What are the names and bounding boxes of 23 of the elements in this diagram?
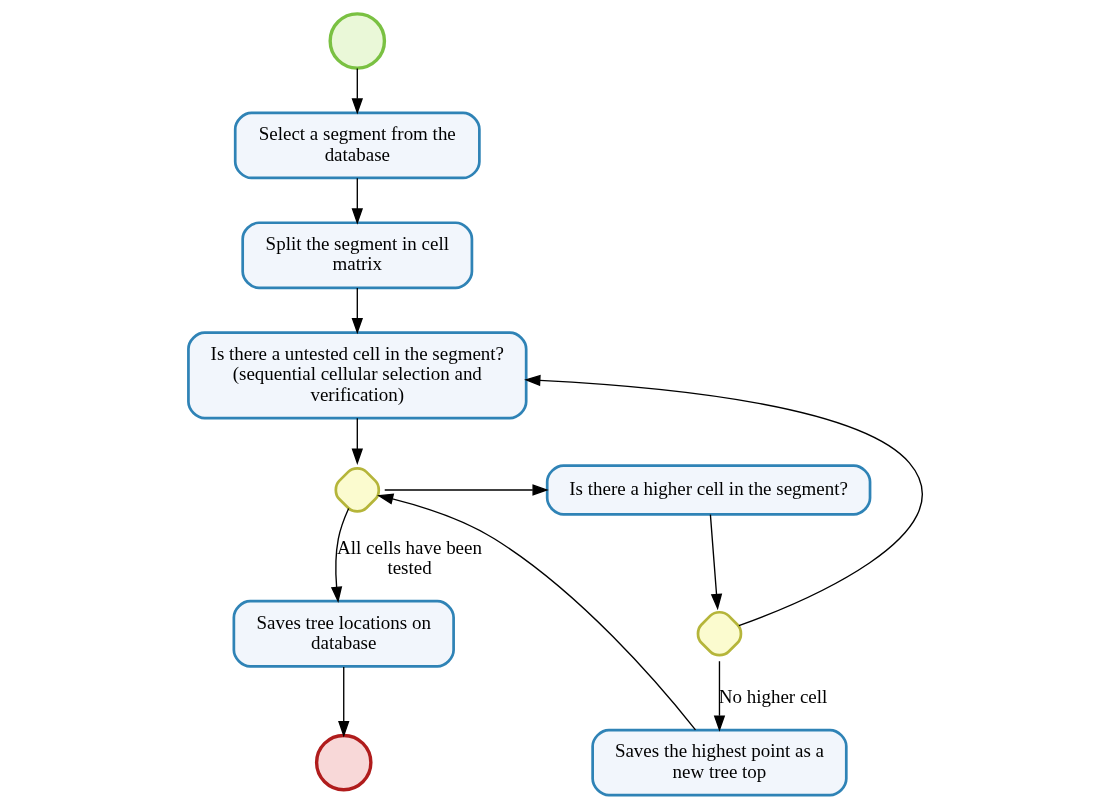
node-box: Saves the highest point as a new tree top — [590, 728, 848, 797]
arrow — [330, 507, 349, 603]
arrow — [351, 417, 363, 465]
node-circle — [327, 12, 386, 70]
node-diamond — [696, 610, 742, 657]
node-box: Is there a higher cell in the segment? — [545, 464, 871, 516]
node-box: Split the segment in cell matrix — [240, 221, 473, 290]
edge-label: No higher cell — [718, 686, 827, 708]
edge-label: All cells have been tested — [336, 536, 482, 579]
node-box: Select a segment from the database — [233, 111, 481, 180]
node-diamond — [333, 467, 380, 513]
arrow — [709, 513, 722, 611]
arrow — [376, 493, 696, 731]
arrow — [337, 666, 349, 738]
arrow — [383, 484, 549, 496]
arrow — [351, 177, 363, 225]
node-circle — [314, 733, 373, 792]
node-box: Saves tree locations on database — [232, 599, 455, 668]
arrow — [351, 67, 363, 115]
arrow — [713, 660, 725, 732]
arrow — [351, 287, 363, 335]
arrow — [523, 374, 923, 627]
node-box: Is there a untested cell in the segment? (sequential cellular selection and verification) — [186, 331, 528, 420]
